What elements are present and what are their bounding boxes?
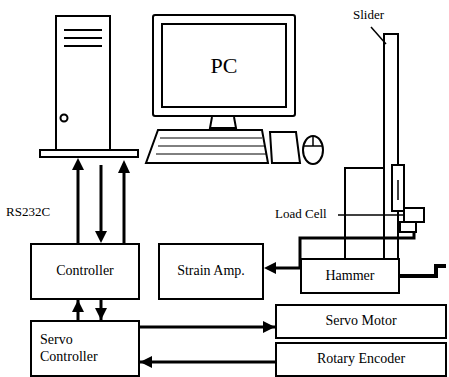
node-text: PC bbox=[211, 53, 238, 78]
signal-arrow bbox=[140, 326, 275, 329]
slider-rail bbox=[384, 34, 398, 260]
pc-tower bbox=[56, 16, 110, 150]
mouse bbox=[303, 136, 323, 164]
monitor-stand bbox=[210, 117, 236, 128]
signal-arrow bbox=[77, 300, 80, 320]
node-text: Hammer bbox=[326, 268, 375, 284]
keypad bbox=[270, 132, 300, 163]
servo-controller-box: Servo Controller bbox=[30, 320, 140, 377]
load-cell bbox=[404, 208, 424, 222]
strain-amp-box: Strain Amp. bbox=[158, 243, 264, 300]
node-text: Servo Motor bbox=[325, 313, 396, 329]
node-text: Controller bbox=[56, 263, 114, 279]
leader-line bbox=[338, 214, 403, 216]
slider-block bbox=[392, 165, 404, 211]
rotary-encoder-box: Rotary Encoder bbox=[275, 342, 447, 377]
leader-line bbox=[371, 27, 386, 44]
pc-monitor: PC bbox=[152, 14, 296, 117]
machine-frame bbox=[345, 168, 385, 260]
node-text: Servo Controller bbox=[40, 332, 120, 364]
servo-motor-box: Servo Motor bbox=[275, 304, 447, 339]
interface-label: RS232C bbox=[5, 205, 51, 219]
controller-box: Controller bbox=[30, 243, 140, 300]
part-label: Slider bbox=[352, 8, 385, 22]
pc-base bbox=[40, 150, 138, 157]
hammer-handle bbox=[400, 266, 446, 276]
node-text: Rotary Encoder bbox=[317, 351, 405, 367]
part-label: Load Cell bbox=[274, 207, 328, 221]
node-text: Strain Amp. bbox=[177, 263, 245, 279]
signal-arrow bbox=[140, 361, 275, 364]
hammer-box: Hammer bbox=[300, 258, 400, 294]
signal-arrow bbox=[100, 300, 103, 320]
keyboard bbox=[146, 130, 268, 163]
